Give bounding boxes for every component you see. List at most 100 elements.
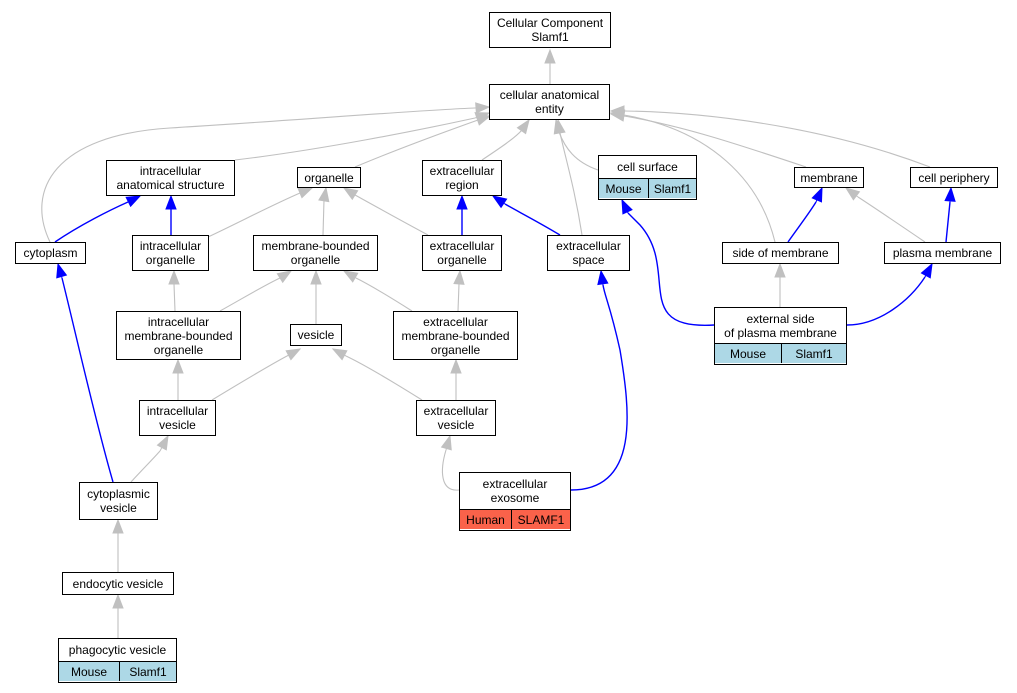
edge-arrowhead <box>285 348 302 361</box>
node-label: cytoplasmic vesicle <box>87 487 150 515</box>
node-label: intracellular organelle <box>139 239 202 267</box>
node-cell-surface[interactable]: cell surface Mouse Slamf1 <box>598 155 697 200</box>
annotation-gene[interactable]: SLAMF1 <box>511 510 570 529</box>
node-label: cellular anatomical entity <box>499 88 600 116</box>
annotation-gene[interactable]: Slamf1 <box>781 344 846 363</box>
edge-ias-to-cae <box>234 117 476 161</box>
node-label: extracellular membrane-bounded organelle <box>401 314 510 357</box>
node-label: endocytic vesicle <box>72 576 164 591</box>
node-membrane[interactable]: membrane <box>794 167 864 188</box>
node-label: plasma membrane <box>892 246 993 260</box>
annotation-row: Mouse Slamf1 <box>59 661 176 681</box>
edge-extside-to-cellsurf <box>627 212 715 326</box>
edge-exspace-to-cae <box>559 132 583 236</box>
annotation-species[interactable]: Mouse <box>715 344 781 363</box>
edge-organelle-to-cae <box>354 119 479 168</box>
edge-arrowhead <box>297 187 314 199</box>
edge-arrowhead <box>453 269 465 285</box>
annotation-gene[interactable]: Slamf1 <box>648 179 696 198</box>
node-extracellular-region[interactable]: extracellular region <box>422 160 502 196</box>
node-label: extracellular space <box>556 239 621 267</box>
node-cytoplasm[interactable]: cytoplasm <box>15 242 86 264</box>
node-membrane-bounded-organelle[interactable]: membrane-bounded organelle <box>253 235 378 271</box>
node-extracellular-vesicle[interactable]: extracellular vesicle <box>416 400 496 436</box>
annotation-species[interactable]: Human <box>460 510 511 529</box>
node-extracellular-membrane-bounded-organelle[interactable]: extracellular membrane-bounded organelle <box>393 311 518 360</box>
edge-arrowhead <box>156 434 169 451</box>
node-extracellular-space[interactable]: extracellular space <box>547 235 630 271</box>
node-label: Cellular Component Slamf1 <box>496 16 604 44</box>
edge-arrowhead <box>491 195 508 209</box>
node-plasma-membrane[interactable]: plasma membrane <box>884 242 1001 264</box>
node-label: cytoplasm <box>23 246 78 260</box>
edge-arrowhead <box>544 48 556 64</box>
edge-arrowhead <box>318 186 330 203</box>
node-label: intracellular anatomical structure <box>116 164 225 192</box>
node-label: cell surface <box>617 160 678 174</box>
node-endocytic-vesicle[interactable]: endocytic vesicle <box>62 572 174 595</box>
edge-exmbo-to-exorg <box>457 283 460 312</box>
edge-arrowhead <box>774 262 786 278</box>
node-label: extracellular exosome <box>482 477 548 505</box>
annotation-row: Human SLAMF1 <box>460 509 570 529</box>
node-vesicle[interactable]: vesicle <box>290 324 342 346</box>
edge-arrowhead <box>125 195 142 208</box>
edge-exreg-to-cae <box>481 129 523 161</box>
edge-arrowhead <box>165 194 177 210</box>
edge-arrowhead <box>440 434 452 451</box>
edge-arrowhead <box>310 269 322 285</box>
annotation-row: Mouse Slamf1 <box>599 178 696 198</box>
edge-cytoplasm-to-cae <box>41 107 476 243</box>
edge-extside-to-plasmamem <box>846 276 926 326</box>
edge-cytves-to-intves <box>130 450 161 483</box>
edge-arrowhead <box>276 270 293 284</box>
edge-arrowhead <box>450 358 462 374</box>
edge-arrowhead <box>554 118 566 135</box>
annotation-row: Mouse Slamf1 <box>715 343 846 363</box>
edge-arrowhead <box>920 262 933 279</box>
annotation-species[interactable]: Mouse <box>599 179 648 198</box>
node-intracellular-vesicle[interactable]: intracellular vesicle <box>139 400 216 436</box>
node-intracellular-anatomical-structure[interactable]: intracellular anatomical structure <box>106 160 235 196</box>
node-intracellular-organelle[interactable]: intracellular organelle <box>132 235 209 271</box>
node-label: intracellular membrane-bounded organelle <box>124 314 233 357</box>
node-extracellular-exosome[interactable]: extracellular exosome Human SLAMF1 <box>459 472 571 531</box>
edge-cytves-to-cytoplasm <box>61 277 114 483</box>
node-side-of-membrane[interactable]: side of membrane <box>722 242 839 264</box>
node-label: phagocytic vesicle <box>68 643 167 657</box>
node-external-side-of-plasma-membrane[interactable]: external side of plasma membrane Mouse S… <box>714 307 847 365</box>
edge-plasmamem-to-membrane <box>857 196 926 243</box>
edge-arrowhead <box>456 194 468 210</box>
edge-plasmamem-to-cellper <box>945 201 951 243</box>
edge-arrowhead <box>112 518 124 534</box>
edge-mbo-to-organelle <box>322 199 325 236</box>
edge-arrowhead <box>944 186 956 202</box>
edge-arrowhead <box>342 187 359 201</box>
node-label: vesicle <box>297 328 335 342</box>
node-organelle[interactable]: organelle <box>297 167 361 188</box>
annotation-species[interactable]: Mouse <box>59 662 119 681</box>
edge-cytoplasm-to-ias <box>54 201 129 243</box>
node-cellular-anatomical-entity[interactable]: cellular anatomical entity <box>489 84 610 120</box>
edge-arrowhead <box>331 348 348 361</box>
node-cytoplasmic-vesicle[interactable]: cytoplasmic vesicle <box>79 482 158 520</box>
annotation-gene[interactable]: Slamf1 <box>119 662 176 681</box>
node-extracellular-organelle[interactable]: extracellular organelle <box>422 235 502 271</box>
edge-arrowhead <box>621 198 633 215</box>
edge-arrowhead <box>597 269 609 286</box>
edge-arrowhead <box>56 262 68 279</box>
edge-exspace-to-exreg <box>504 203 561 236</box>
edge-sidemem-to-cae <box>623 114 776 243</box>
edge-arrowhead <box>168 269 180 285</box>
node-phagocytic-vesicle[interactable]: phagocytic vesicle Mouse Slamf1 <box>58 638 177 683</box>
node-label: extracellular organelle <box>429 239 495 267</box>
node-cellular-component[interactable]: Cellular Component Slamf1 <box>489 12 611 48</box>
edge-exosome-to-exspace <box>570 284 628 491</box>
edge-cellper-to-cae <box>623 110 931 168</box>
node-intracellular-membrane-bounded-organelle[interactable]: intracellular membrane-bounded organelle <box>116 311 241 360</box>
edge-exorg-to-organelle <box>354 194 429 236</box>
edge-arrowhead <box>609 109 626 121</box>
node-cell-periphery[interactable]: cell periphery <box>910 167 998 188</box>
